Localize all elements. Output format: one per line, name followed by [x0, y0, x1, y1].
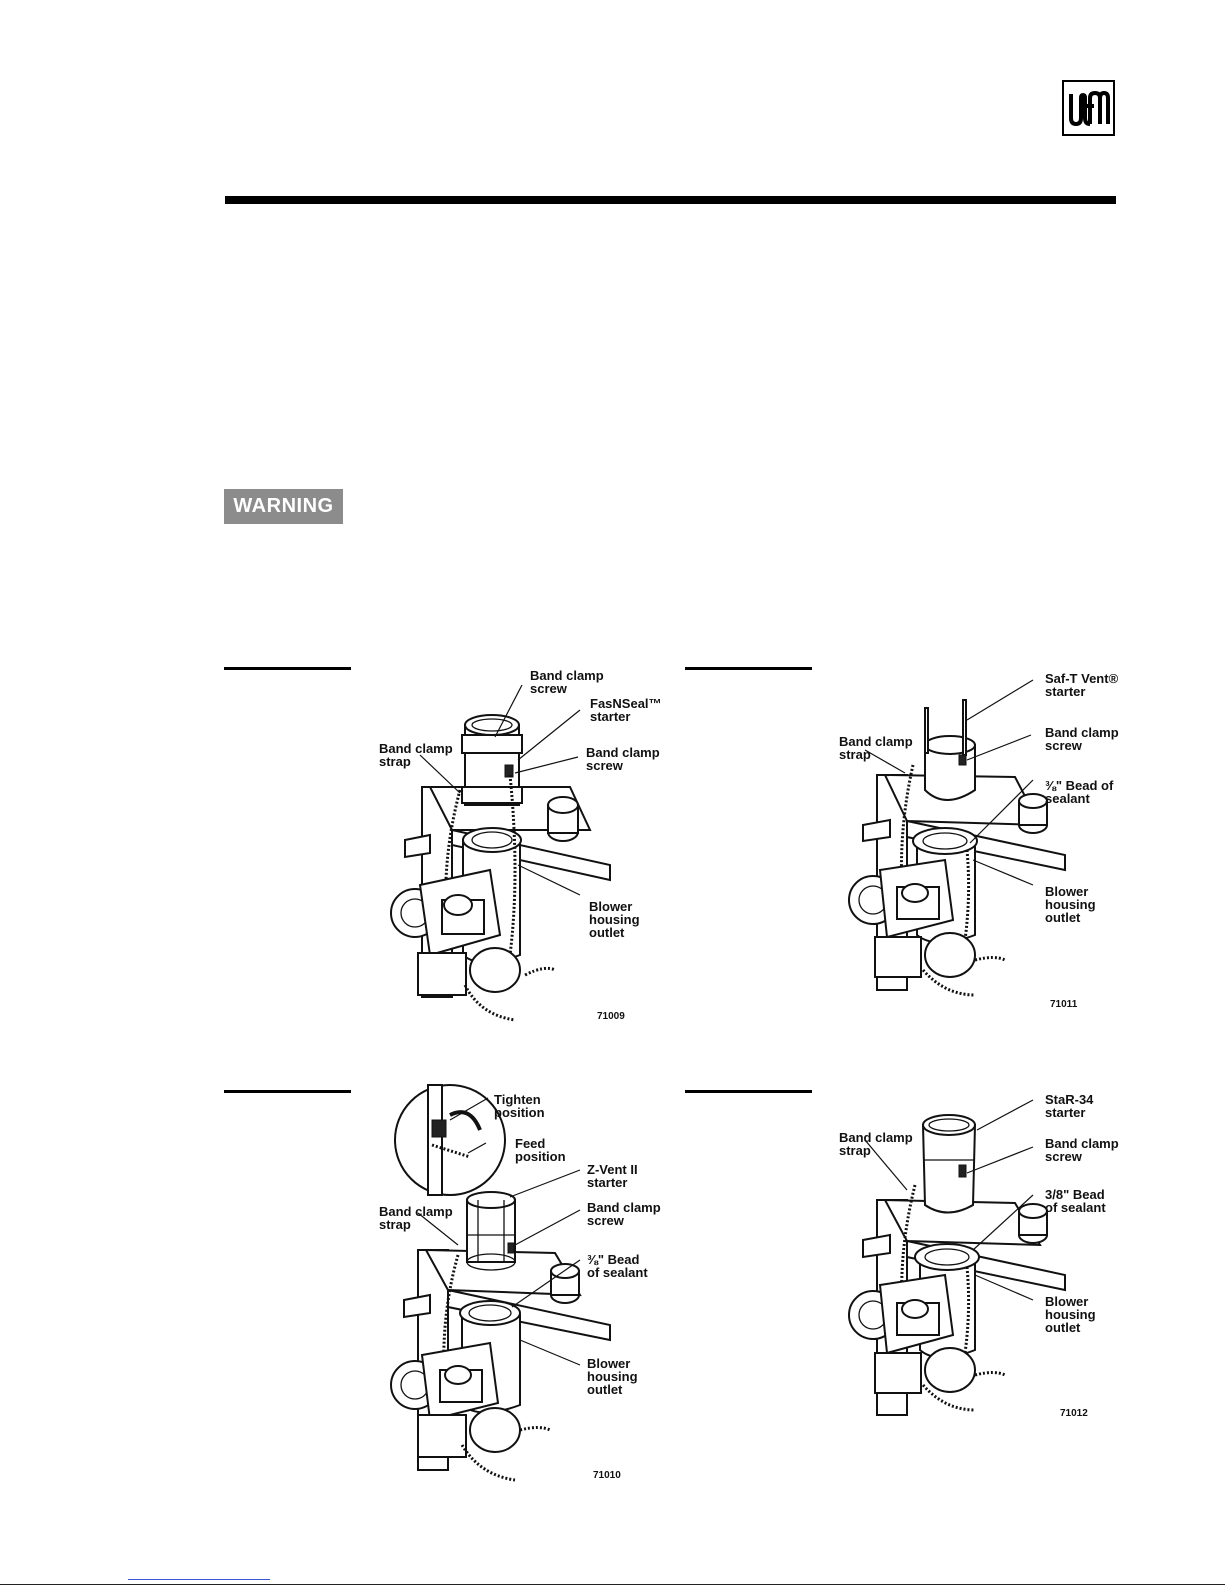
- figure-z-vent: [370, 1084, 670, 1485]
- callout-label: ⅜" Bead of sealant: [587, 1252, 648, 1280]
- callout-label: StaR-34 starter: [1045, 1092, 1094, 1120]
- figure-rule: [224, 1090, 351, 1093]
- callout-label: Band clamp strap: [839, 1130, 913, 1158]
- warning-badge: WARNING: [224, 489, 343, 524]
- wm-logo-icon: [1062, 80, 1115, 136]
- figure-star-34: [835, 1085, 1125, 1445]
- figure-rule: [224, 667, 351, 670]
- callout-label: Band clamp screw: [1045, 1136, 1119, 1164]
- callout-label: FasNSeal™ starter: [590, 696, 662, 724]
- footer-link-underline[interactable]: [128, 1579, 270, 1580]
- callout-label: Band clamp screw: [1045, 725, 1119, 753]
- callout-label: Band clamp screw: [587, 1200, 661, 1228]
- header-rule: [225, 196, 1116, 204]
- callout-label: ⅜" Bead of sealant: [1045, 778, 1114, 806]
- callout-label: Band clamp strap: [839, 734, 913, 762]
- figure-rule: [685, 667, 812, 670]
- callout-label: Z-Vent II starter: [587, 1162, 638, 1190]
- callout-label: Blower housing outlet: [1045, 1294, 1096, 1335]
- figure-fasnseal: [370, 665, 670, 1035]
- callout-label: Tighten position: [494, 1092, 545, 1120]
- callout-label: Band clamp screw: [530, 668, 604, 696]
- figure-rule: [685, 1090, 812, 1093]
- callout-label: 3/8" Bead of sealant: [1045, 1187, 1106, 1215]
- callout-label: Blower housing outlet: [587, 1356, 638, 1397]
- figure-number: 71012: [1060, 1408, 1088, 1419]
- callout-label: Band clamp screw: [586, 745, 660, 773]
- callout-label: Blower housing outlet: [589, 899, 640, 940]
- callout-label: Saf-T Vent® starter: [1045, 671, 1119, 699]
- callout-label: Band clamp strap: [379, 1204, 453, 1232]
- callout-label: Feed position: [515, 1136, 566, 1164]
- figure-saft-vent: [835, 665, 1125, 1025]
- callout-label: Band clamp strap: [379, 741, 453, 769]
- callout-label: Blower housing outlet: [1045, 884, 1096, 925]
- figure-number: 71010: [593, 1470, 621, 1481]
- figure-number: 71009: [597, 1011, 625, 1022]
- figure-number: 71011: [1050, 999, 1078, 1010]
